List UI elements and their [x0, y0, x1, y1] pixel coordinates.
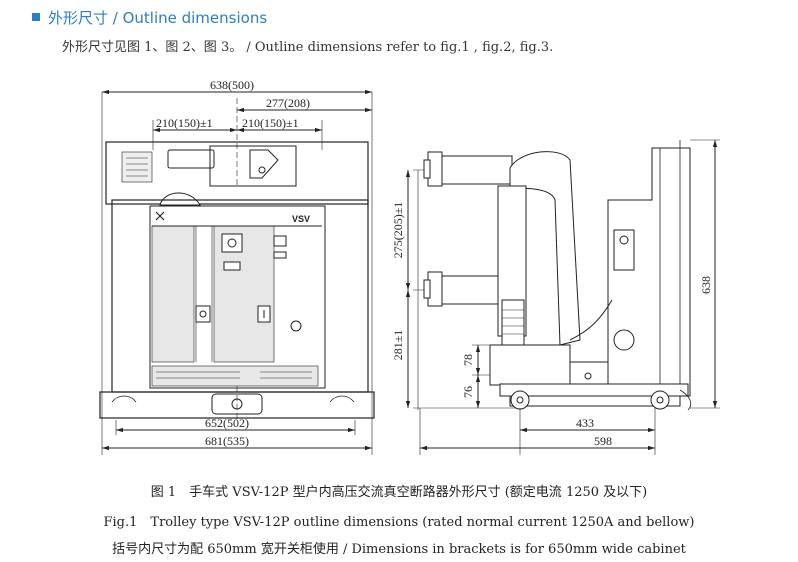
dim-height-76: 76	[461, 386, 475, 398]
dim-depth-433: 433	[576, 416, 594, 430]
caption-cn: 图 1 手车式 VSV-12P 型户内高压交流真空断路器外形尺寸 (额定电流 1…	[150, 485, 648, 500]
dim-overall-height: 638	[699, 276, 713, 294]
dim-depth-598: 598	[594, 434, 612, 448]
caption-en: Fig.1 Trolley type VSV-12P outline dimen…	[103, 515, 695, 530]
dim-pole-right: 210(150)±1	[242, 116, 299, 130]
dim-base-inner: 652(502)	[205, 416, 249, 430]
dim-terminal-spacing: 275(205)±1	[391, 202, 405, 259]
panel-label: VSV	[292, 214, 310, 224]
side-view: 275(205)±1 281±1 78 76 638	[391, 139, 720, 455]
bullet-square-icon	[32, 13, 40, 21]
dim-height-78: 78	[461, 354, 475, 366]
dim-pole-left: 210(150)±1	[156, 116, 213, 130]
dim-overall-top: 638(500)	[210, 78, 254, 92]
section-header: 外形尺寸 / Outline dimensions	[32, 6, 267, 28]
front-view: 638(500) 277(208) 210(150)±1 210(150)±1	[99, 78, 375, 455]
dim-right-offset: 277(208)	[266, 96, 310, 110]
dim-base-outer: 681(535)	[205, 434, 249, 448]
section-title: 外形尺寸 / Outline dimensions	[48, 8, 268, 27]
dim-lower-terminal: 281±1	[391, 330, 405, 361]
intro-text: 外形尺寸见图 1、图 2、图 3。 / Outline dimensions r…	[62, 40, 554, 55]
caption-note: 括号内尺寸为配 650mm 宽开关柜使用 / Dimensions in bra…	[112, 542, 686, 557]
